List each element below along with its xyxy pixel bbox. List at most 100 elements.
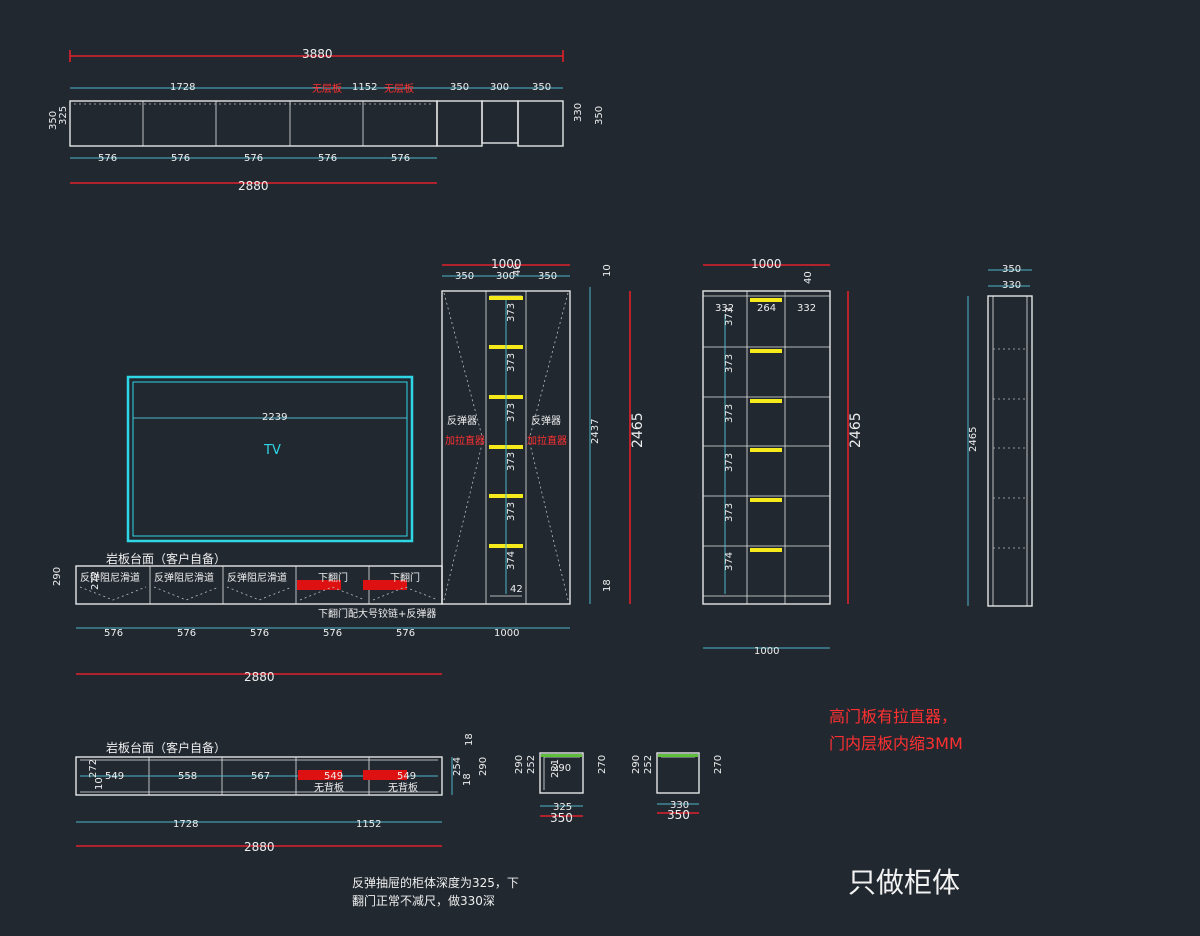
- top-sub-5: 576: [391, 153, 410, 164]
- plan-r-254: 254: [452, 757, 463, 776]
- side-w350: 350: [1002, 264, 1021, 275]
- side-height: 2465: [968, 427, 979, 452]
- section-b: 290 252 270 330 350: [631, 752, 724, 822]
- plan-r-290: 290: [478, 757, 489, 776]
- top-view: 3880 1728 1152 350 300 350 无层板 无层板 350 3…: [48, 47, 605, 193]
- top-sub-2: 576: [171, 153, 190, 164]
- bottom-note-line-2: 翻门正常不减尺，做330深: [352, 893, 495, 908]
- side-view: 350 330 2465: [967, 264, 1033, 607]
- drawer-h: 272: [90, 571, 101, 590]
- shelf-gap-3: 373: [506, 403, 517, 422]
- elevation-view: 2239 TV 岩板台面（客户自备） 反弹阻尼滑道 反弹阻尼滑道 反弹阻尼滑道 …: [52, 257, 646, 684]
- door-label-l: 反弹器: [447, 414, 477, 427]
- dim-18: 18: [602, 579, 613, 592]
- h-2437: 2437: [590, 419, 601, 444]
- tv-width: 2239: [262, 412, 287, 423]
- side-w330: 330: [1002, 280, 1021, 291]
- front-gap-3: 373: [724, 404, 735, 423]
- drawer-1-label: 反弹阻尼滑道: [80, 571, 140, 584]
- elev-bottom-3: 576: [250, 628, 269, 639]
- flap-note: 下翻门配大号铰链+反弹器: [318, 607, 436, 620]
- red-note-line-1: 高门板有拉直器，: [829, 707, 957, 726]
- top-bottom-total: 2880: [238, 179, 269, 193]
- section-b-h252: 252: [643, 755, 654, 774]
- front-top: 1000: [751, 257, 782, 271]
- plan-view: 岩板台面（客户自备） 549 558 567 549 549 无背板 无背板 2…: [75, 733, 489, 854]
- top-h-350r: 350: [594, 106, 605, 125]
- plan-countertop-label: 岩板台面（客户自备）: [106, 740, 226, 755]
- top-total-dim: 3880: [302, 47, 333, 61]
- section-a-h290: 290: [514, 755, 525, 774]
- door-red-l: 加拉直器: [445, 434, 485, 447]
- front-height: 2465: [848, 412, 864, 448]
- plan-bottom-1728: 1728: [173, 819, 198, 830]
- plan-cell-5: 549: [397, 771, 416, 782]
- red-note-line-2: 门内层板内缩3MM: [829, 734, 963, 753]
- shelf-gap-2: 373: [506, 353, 517, 372]
- front-view: 1000 332 264 332 40 373 373 373 373 373 …: [702, 257, 864, 657]
- shelf-gap-5: 373: [506, 502, 517, 521]
- countertop-label: 岩板台面（客户自备）: [106, 551, 226, 566]
- elev-bottom-6: 1000: [494, 628, 519, 639]
- front-part-1: 332: [715, 303, 734, 314]
- top-sub-3: 576: [244, 153, 263, 164]
- plan-cell-4: 549: [324, 771, 343, 782]
- section-a-r270: 270: [597, 755, 608, 774]
- plan-cell-2: 558: [178, 771, 197, 782]
- top-gap: 40: [512, 263, 523, 276]
- elev-bottom-1: 576: [104, 628, 123, 639]
- bottom-gap: 42: [510, 584, 523, 595]
- front-dim-40: 40: [803, 271, 814, 284]
- h-2465: 2465: [630, 412, 646, 448]
- section-a-w325: 325: [553, 802, 572, 813]
- tall-part-3: 350: [538, 271, 557, 282]
- plan-h-272: 272: [88, 759, 99, 778]
- top-note-a: 无层板: [312, 82, 342, 95]
- left-h-290: 290: [52, 567, 63, 586]
- plan-no-shelf-b: 无背板: [388, 781, 418, 794]
- plan-cell-1: 549: [105, 771, 124, 782]
- section-a-top: 290: [552, 763, 571, 774]
- front-gap-5: 373: [724, 503, 735, 522]
- top-dim-300: 300: [490, 82, 509, 93]
- top-dim-350b: 350: [532, 82, 551, 93]
- section-b-w330: 330: [670, 800, 689, 811]
- shelf-gap-6: 374: [506, 551, 517, 570]
- tv-label: TV: [263, 443, 281, 458]
- dim-10: 10: [602, 264, 613, 277]
- section-a-w350: 350: [550, 811, 573, 825]
- front-bottom: 1000: [754, 646, 779, 657]
- front-gap-4: 373: [724, 453, 735, 472]
- top-h-330: 330: [573, 103, 584, 122]
- top-h-350: 350: [48, 111, 59, 130]
- top-h-325: 325: [58, 106, 69, 125]
- top-dim-350a: 350: [450, 82, 469, 93]
- front-part-2: 264: [757, 303, 776, 314]
- plan-cell-3: 567: [251, 771, 270, 782]
- section-b-h290: 290: [631, 755, 642, 774]
- tall-top: 1000: [491, 257, 522, 271]
- section-b-r270: 270: [713, 755, 724, 774]
- bottom-note-line-1: 反弹抽屉的柜体深度为325，下: [352, 875, 519, 890]
- plan-bottom-total: 2880: [244, 840, 275, 854]
- front-gap-6: 374: [724, 552, 735, 571]
- top-note-b: 无层板: [384, 82, 414, 95]
- plan-no-shelf-a: 无背板: [314, 781, 344, 794]
- door-red-r: 加拉直器: [527, 434, 567, 447]
- plan-h-10: 10: [94, 777, 105, 790]
- top-sub-4: 576: [318, 153, 337, 164]
- flap-1-label: 下翻门: [318, 571, 348, 584]
- plan-r-18b: 18: [462, 773, 473, 786]
- plan-bottom-1152: 1152: [356, 819, 381, 830]
- drawer-2-label: 反弹阻尼滑道: [154, 571, 214, 584]
- section-a: 290 221 290 252 270 325 350: [514, 752, 608, 825]
- elev-bottom-total: 2880: [244, 670, 275, 684]
- top-sub-1: 576: [98, 153, 117, 164]
- tall-part-2: 300: [496, 271, 515, 282]
- shelf-gap-4: 373: [506, 452, 517, 471]
- big-note: 只做柜体: [848, 866, 960, 899]
- door-label-r: 反弹器: [531, 414, 561, 427]
- drawer-3-label: 反弹阻尼滑道: [227, 571, 287, 584]
- top-dim-1152: 1152: [352, 82, 377, 93]
